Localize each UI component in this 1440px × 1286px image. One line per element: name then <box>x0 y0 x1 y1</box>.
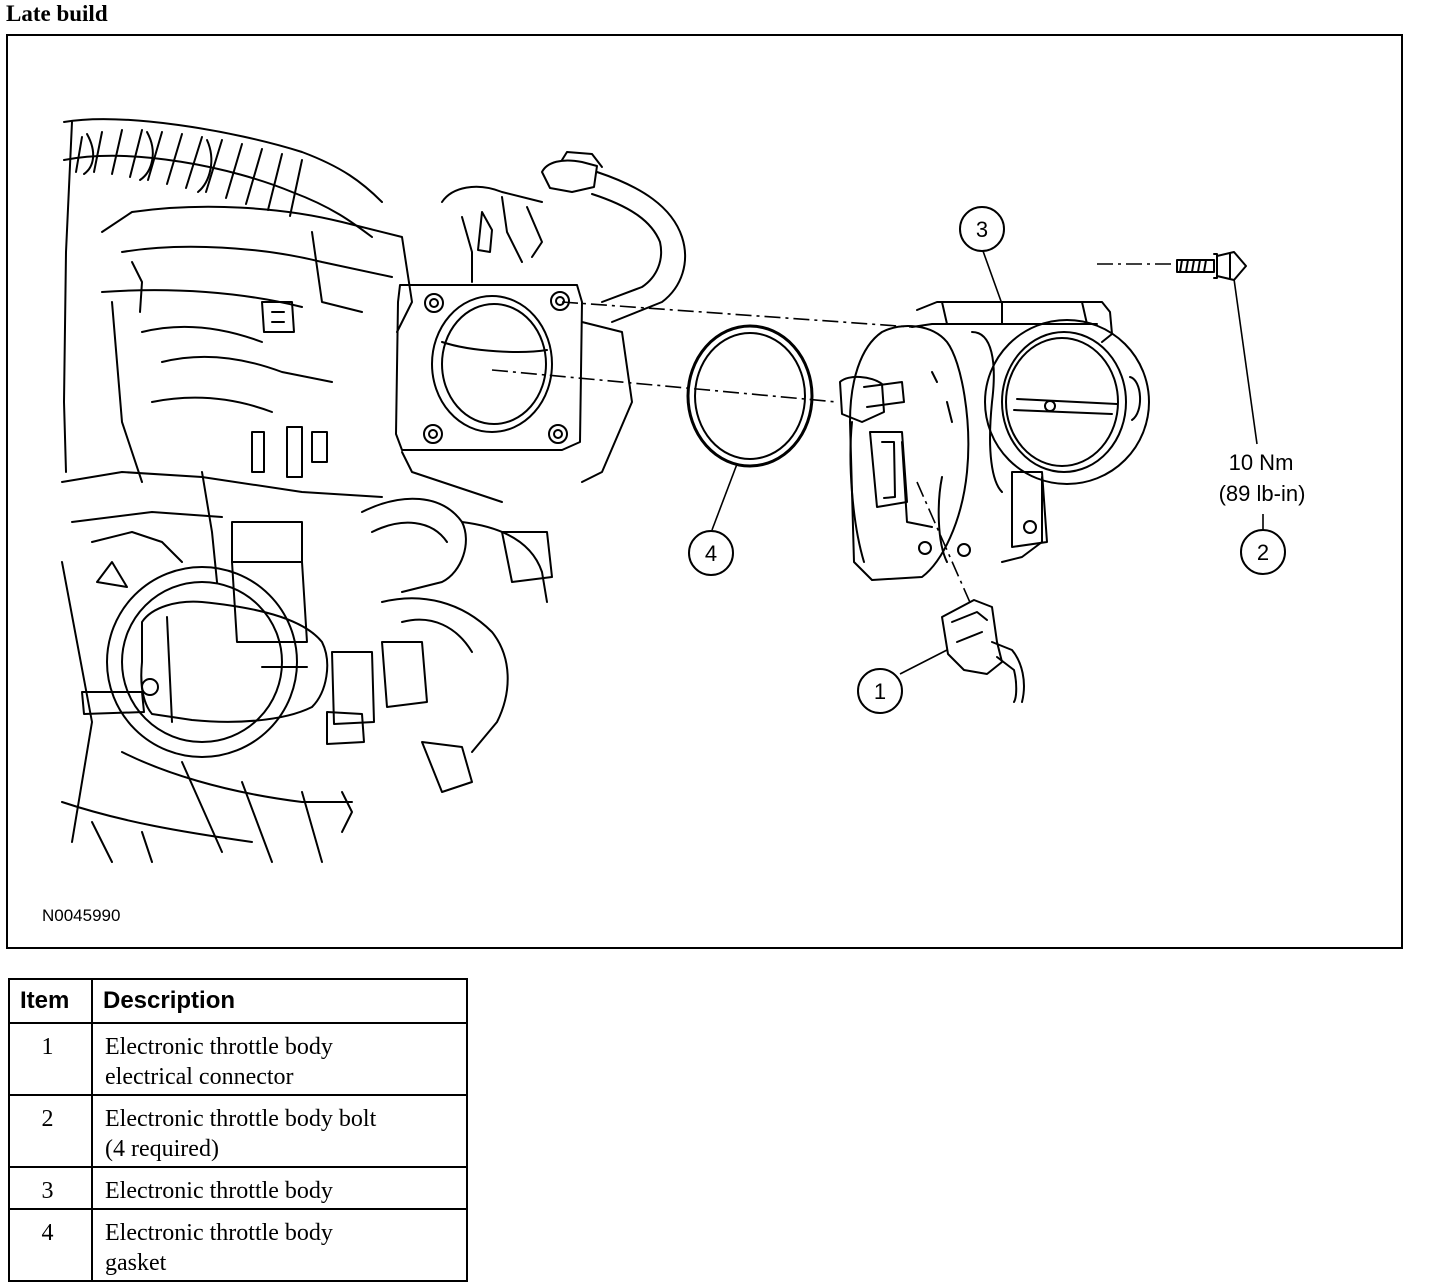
callout-4-number: 4 <box>705 541 717 566</box>
section-title: Late build <box>6 1 108 26</box>
throttle-body-gasket-illustration <box>686 324 814 468</box>
callout-3: 3 <box>959 206 1005 252</box>
item-number: 3 <box>8 1166 93 1210</box>
torque-spec-metric: 10 Nm <box>1229 450 1294 475</box>
table-row: 4 Electronic throttle body gasket <box>8 1208 468 1282</box>
callout-1: 1 <box>857 668 903 714</box>
callout-2: 2 <box>1240 529 1286 575</box>
legend-table: Item Description 1 Electronic throttle b… <box>8 978 468 1282</box>
throttle-body-bolt-illustration <box>1176 251 1247 281</box>
description-line: (4 required) <box>105 1136 219 1162</box>
torque-spec-imperial: (89 lb-in) <box>1219 481 1306 506</box>
item-description: Electronic throttle body electrical conn… <box>91 1022 468 1096</box>
exploded-view-illustration: 3 4 2 1 10 Nm (89 lb-in) N0045990 <box>42 118 1306 925</box>
callout-leader-lines <box>711 250 1264 675</box>
callout-4: 4 <box>688 530 734 576</box>
item-description: Electronic throttle body <box>91 1166 468 1210</box>
table-row: 2 Electronic throttle body bolt (4 requi… <box>8 1094 468 1168</box>
item-description: Electronic throttle body gasket <box>91 1208 468 1282</box>
callout-3-number: 3 <box>976 217 988 242</box>
item-number: 1 <box>8 1022 93 1096</box>
legend-header-row: Item Description <box>8 978 468 1024</box>
item-column-header: Item <box>8 978 93 1024</box>
item-description: Electronic throttle body bolt (4 require… <box>91 1094 468 1168</box>
engine-intake-manifold-illustration <box>61 118 687 863</box>
electronic-throttle-body-illustration <box>839 301 1150 581</box>
description-line: Electronic throttle body <box>105 1034 333 1060</box>
description-column-header: Description <box>91 978 468 1024</box>
callout-1-number: 1 <box>874 679 886 704</box>
description-line: Electronic throttle body bolt <box>105 1106 377 1132</box>
item-number: 4 <box>8 1208 93 1282</box>
item-number: 2 <box>8 1094 93 1168</box>
table-row: 1 Electronic throttle body electrical co… <box>8 1022 468 1096</box>
description-line: gasket <box>105 1250 167 1276</box>
figure-code: N0045990 <box>42 906 120 925</box>
description-line: electrical connector <box>105 1064 294 1090</box>
description-line: Electronic throttle body <box>105 1178 333 1204</box>
table-row: 3 Electronic throttle body <box>8 1166 468 1210</box>
callout-2-number: 2 <box>1257 540 1269 565</box>
diagram-frame: 3 4 2 1 10 Nm (89 lb-in) N0045990 <box>6 34 1403 949</box>
alignment-lines <box>491 263 1177 608</box>
description-line: Electronic throttle body <box>105 1220 333 1246</box>
throttle-body-connector-illustration <box>941 599 1025 703</box>
